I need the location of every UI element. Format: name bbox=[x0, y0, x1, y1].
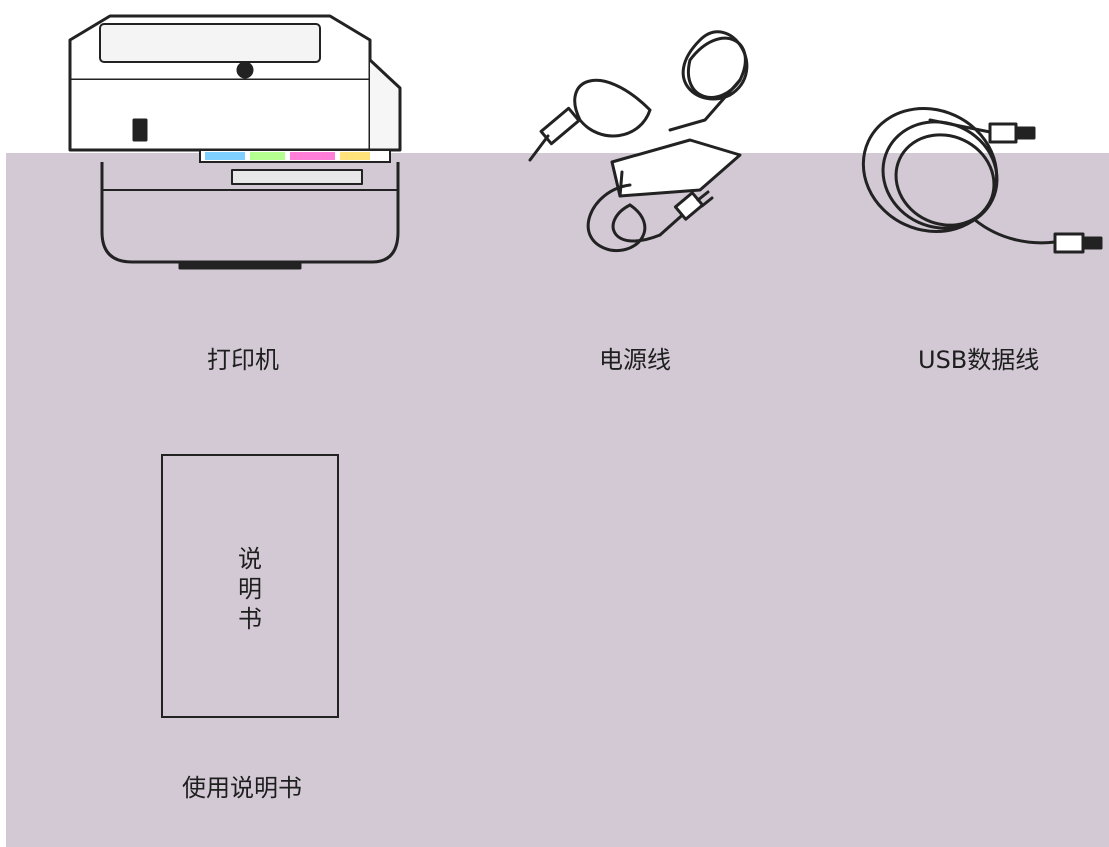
usb-cable-illustration bbox=[861, 106, 1103, 254]
power-cable-label: 电源线 bbox=[599, 346, 671, 374]
manual-cover-text: 说明书 bbox=[238, 545, 262, 633]
printer-label: 打印机 bbox=[207, 346, 279, 374]
usb-cable-label: USB数据线 bbox=[918, 346, 1040, 374]
manual-illustration: 说明书 bbox=[161, 454, 339, 718]
manual-label: 使用说明书 bbox=[182, 774, 302, 802]
printer-illustration bbox=[68, 14, 402, 270]
power-cable-illustration bbox=[528, 30, 749, 253]
